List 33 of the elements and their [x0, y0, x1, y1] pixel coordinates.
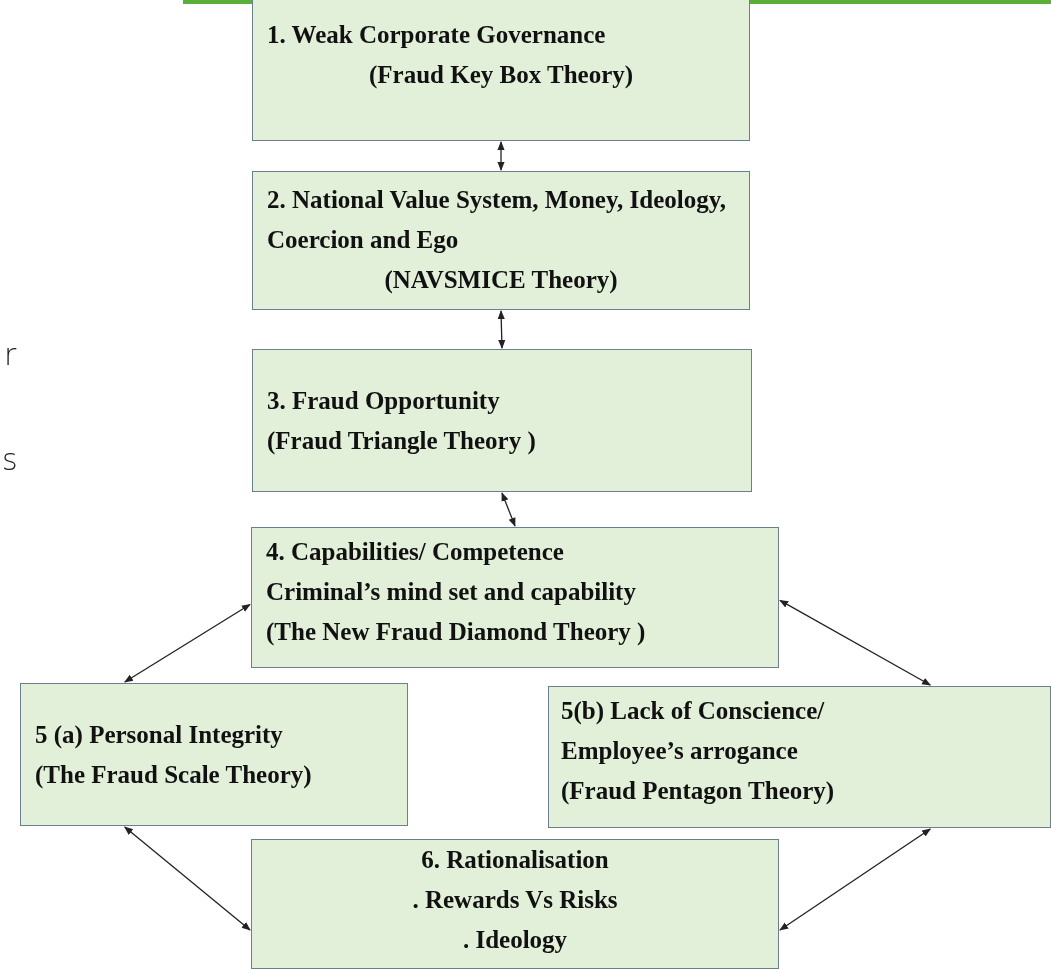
box-text: (The New Fraud Diamond Theory )	[266, 617, 647, 648]
box-text: Criminal’s mind set and capability	[266, 577, 637, 607]
box-text: 5 (a) Personal Integrity	[35, 719, 284, 751]
double-arrow	[779, 599, 932, 686]
box-text: (NAVSMICE Theory)	[383, 265, 619, 296]
process-box	[252, 171, 750, 310]
box-text: . Ideology	[461, 925, 569, 955]
double-arrow	[124, 826, 251, 931]
box-text: 3. Fraud Opportunity	[267, 385, 501, 416]
double-arrow	[124, 603, 251, 683]
process-box	[252, 0, 750, 141]
text-fragment: r	[4, 340, 17, 370]
process-box	[20, 683, 408, 826]
process-box	[251, 839, 779, 969]
box-text: 5(b) Lack of Conscience/	[561, 696, 826, 727]
process-box	[252, 349, 752, 492]
process-box	[251, 527, 779, 668]
double-arrow	[497, 310, 506, 349]
process-box	[548, 686, 1051, 828]
box-text: (Fraud Key Box Theory)	[367, 60, 635, 91]
box-text: 4. Capabilities/ Competence	[266, 537, 565, 567]
box-text: . Rewards Vs Risks	[411, 885, 619, 915]
box-text: 6. Rationalisation	[420, 845, 610, 875]
double-arrow	[497, 141, 505, 171]
box-text: Employee’s arrogance	[561, 736, 799, 766]
box-text: (Fraud Triangle Theory )	[267, 425, 537, 457]
box-text: (The Fraud Scale Theory)	[35, 759, 313, 791]
box-text: 2. National Value System, Money, Ideology, Coercion and Ego	[267, 185, 728, 255]
box-text: 1. Weak Corporate Governance	[267, 20, 607, 50]
double-arrow	[501, 492, 516, 527]
double-arrow	[779, 828, 932, 931]
box-text: (Fraud Pentagon Theory)	[561, 776, 836, 807]
text-fragment: s	[2, 445, 18, 475]
